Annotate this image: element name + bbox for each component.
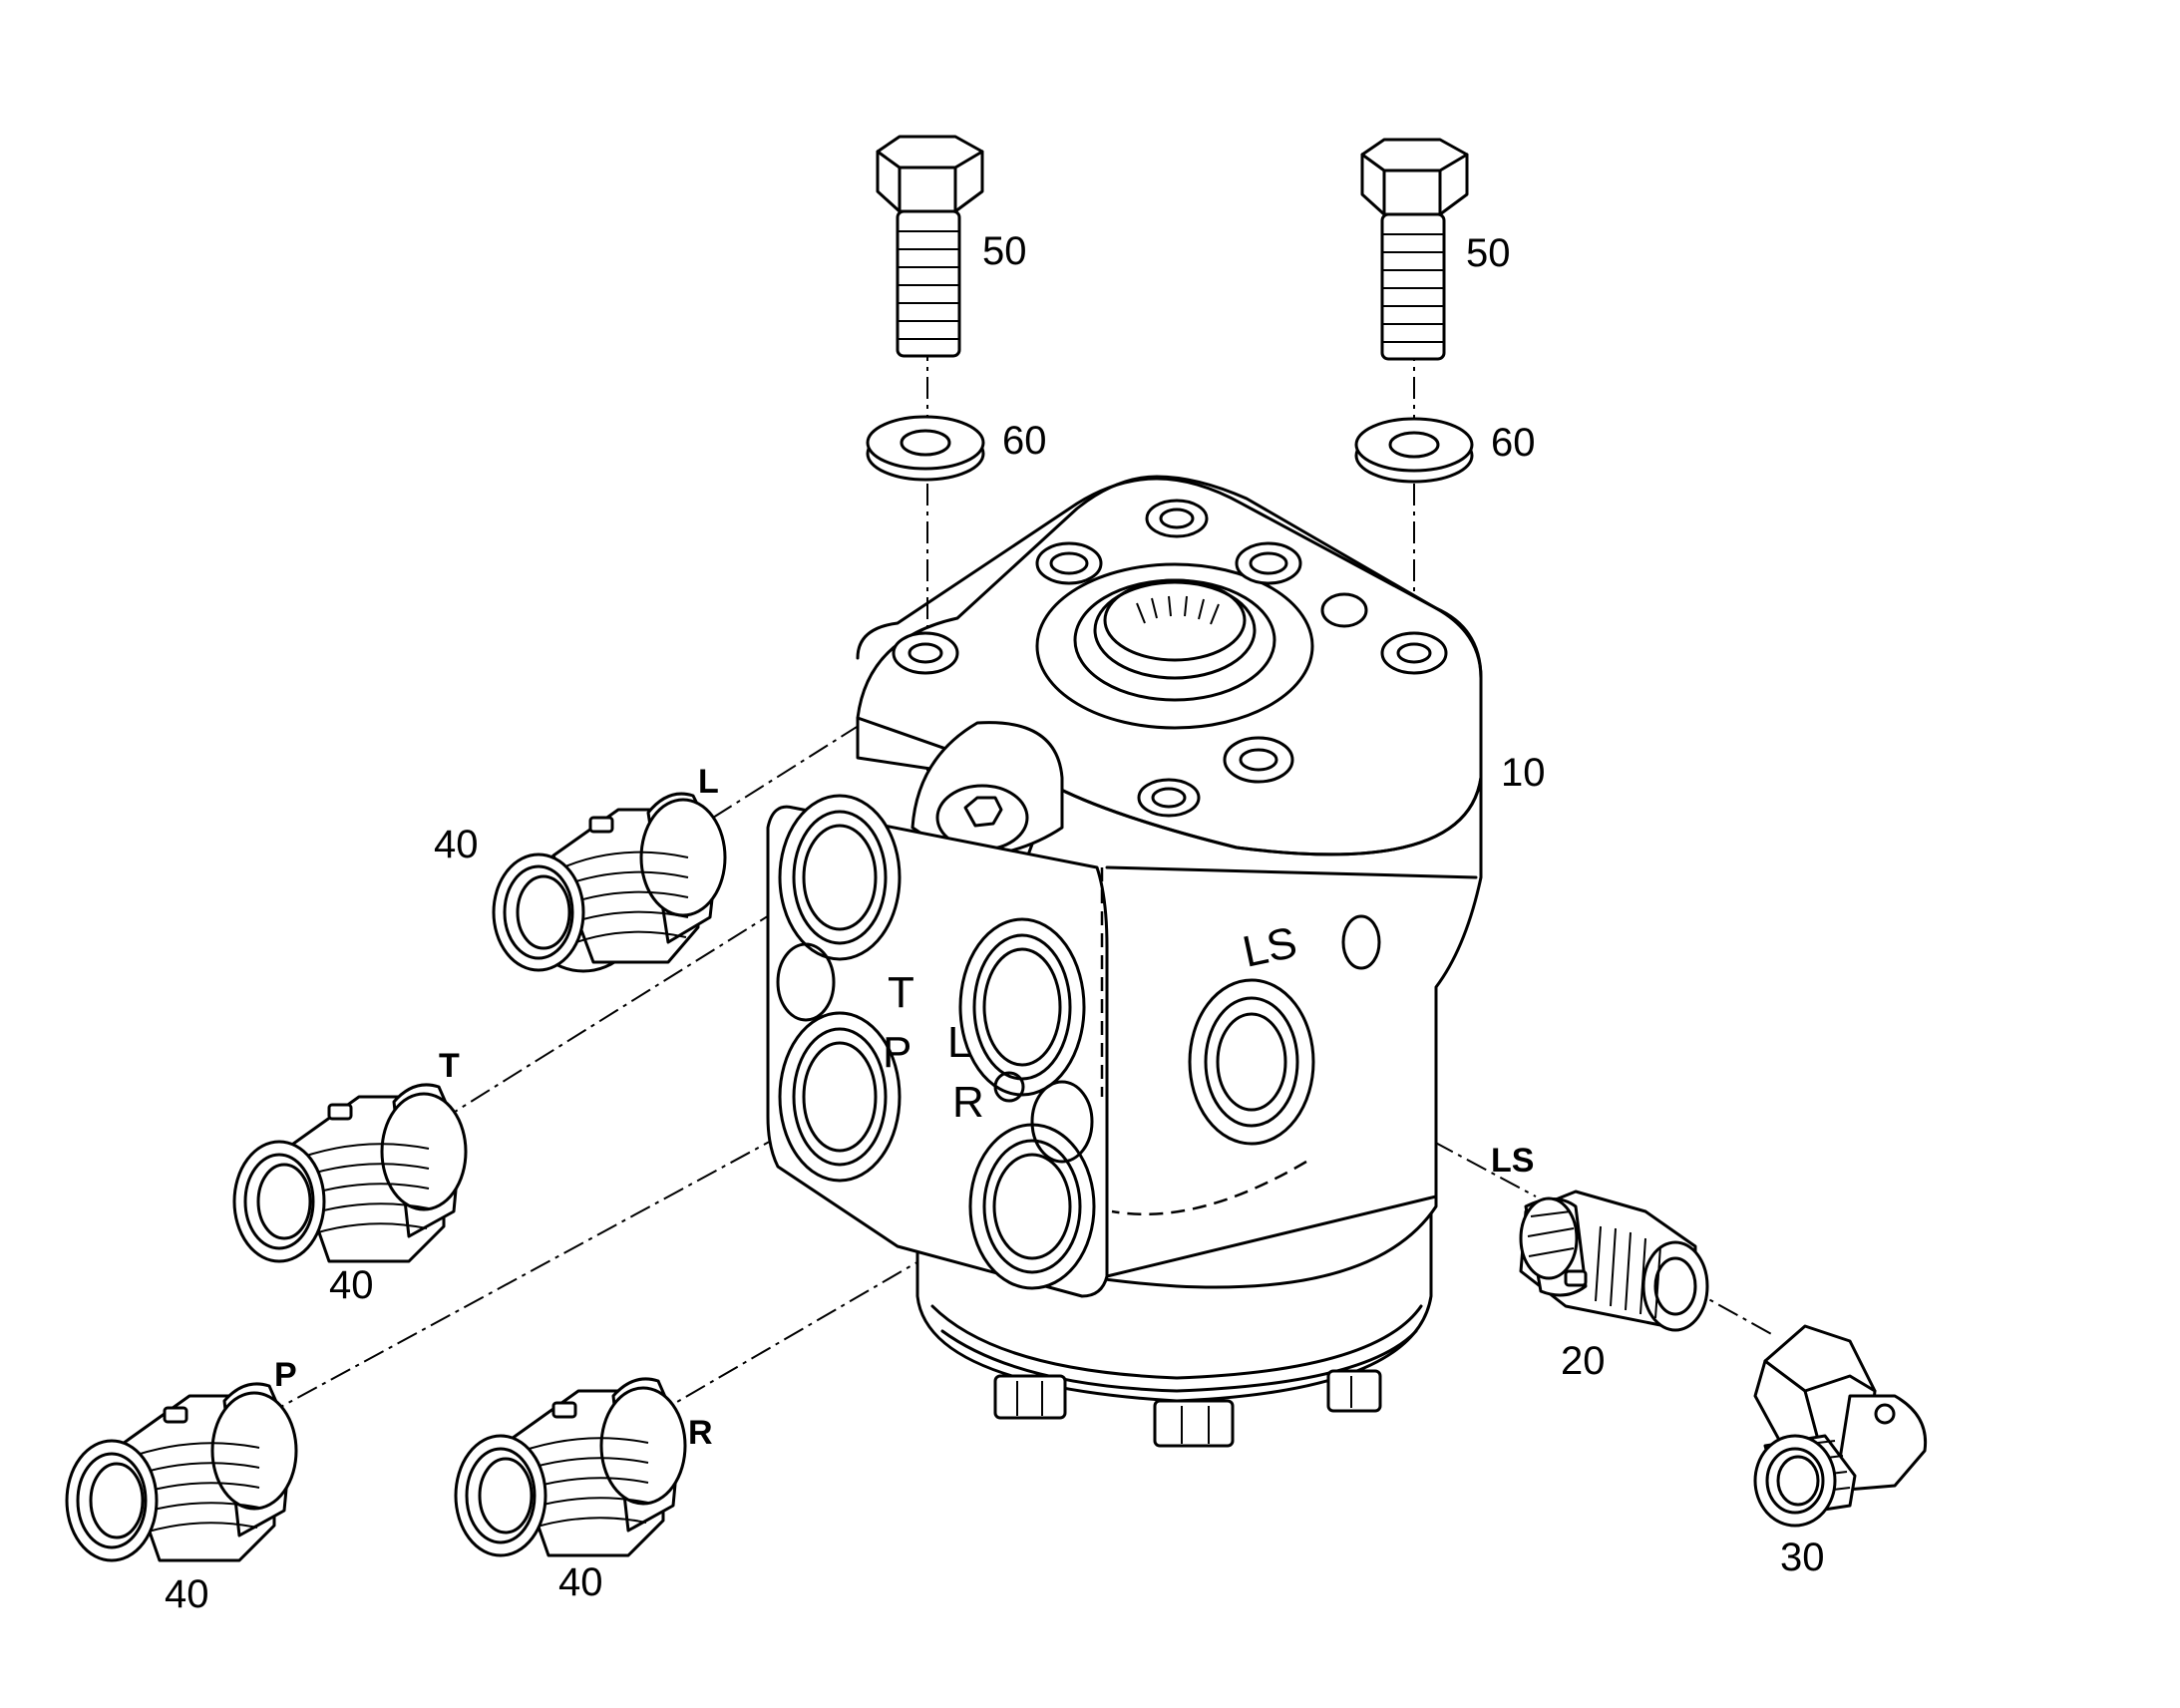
port-t-hole (778, 794, 902, 961)
callout-fitting-t: 40 (329, 1263, 374, 1307)
top-hole-4 (892, 631, 959, 675)
callout-fitting-l: 40 (434, 823, 479, 866)
callout-washer-right: 60 (1491, 421, 1536, 465)
callout-washer-left: 60 (1002, 419, 1047, 463)
port-label-ls: LS (1491, 1142, 1534, 1180)
fitting-t (232, 1083, 468, 1263)
top-hole-2 (1035, 541, 1103, 585)
washer-right (1354, 417, 1474, 484)
bolt-right (1360, 138, 1469, 361)
port-label-t: T (439, 1047, 460, 1085)
port-label-r: R (688, 1414, 713, 1452)
top-hole-5 (1380, 631, 1448, 675)
steering-unit-body (766, 475, 1483, 1448)
fitting-r (454, 1377, 687, 1557)
fitting-p (65, 1382, 298, 1562)
port-label-l: L (698, 763, 719, 801)
fitting-l (492, 792, 727, 973)
callout-elbow: 30 (1780, 1536, 1825, 1579)
bolt-left (876, 135, 984, 358)
callout-fitting-ls: 20 (1561, 1339, 1606, 1383)
top-hole-1 (1145, 499, 1209, 538)
body-mark-r: R (952, 1078, 984, 1127)
body-mark-p: P (883, 1028, 911, 1077)
top-hole-7 (1137, 778, 1201, 818)
body-mark-l: L (947, 1018, 971, 1067)
port-r-hole (968, 1123, 1096, 1290)
washer-left (866, 415, 985, 482)
callout-body: 10 (1501, 751, 1546, 795)
callout-fitting-p: 40 (165, 1572, 209, 1616)
callout-bolt-left: 50 (982, 229, 1027, 273)
port-l-hole (958, 917, 1086, 1097)
top-hole-6 (1223, 736, 1294, 784)
body-mark-ls: LS (1239, 918, 1301, 977)
elbow-fitting (1753, 1324, 1928, 1528)
fitting-ls (1519, 1190, 1709, 1332)
callout-bolt-right: 50 (1466, 231, 1511, 275)
top-hole-3 (1235, 541, 1302, 585)
callout-fitting-r: 40 (558, 1560, 603, 1604)
body-mark-t: T (888, 968, 914, 1017)
port-ls-hole (1188, 978, 1315, 1146)
port-p-hole (778, 1011, 902, 1183)
port-label-p: P (274, 1356, 297, 1394)
